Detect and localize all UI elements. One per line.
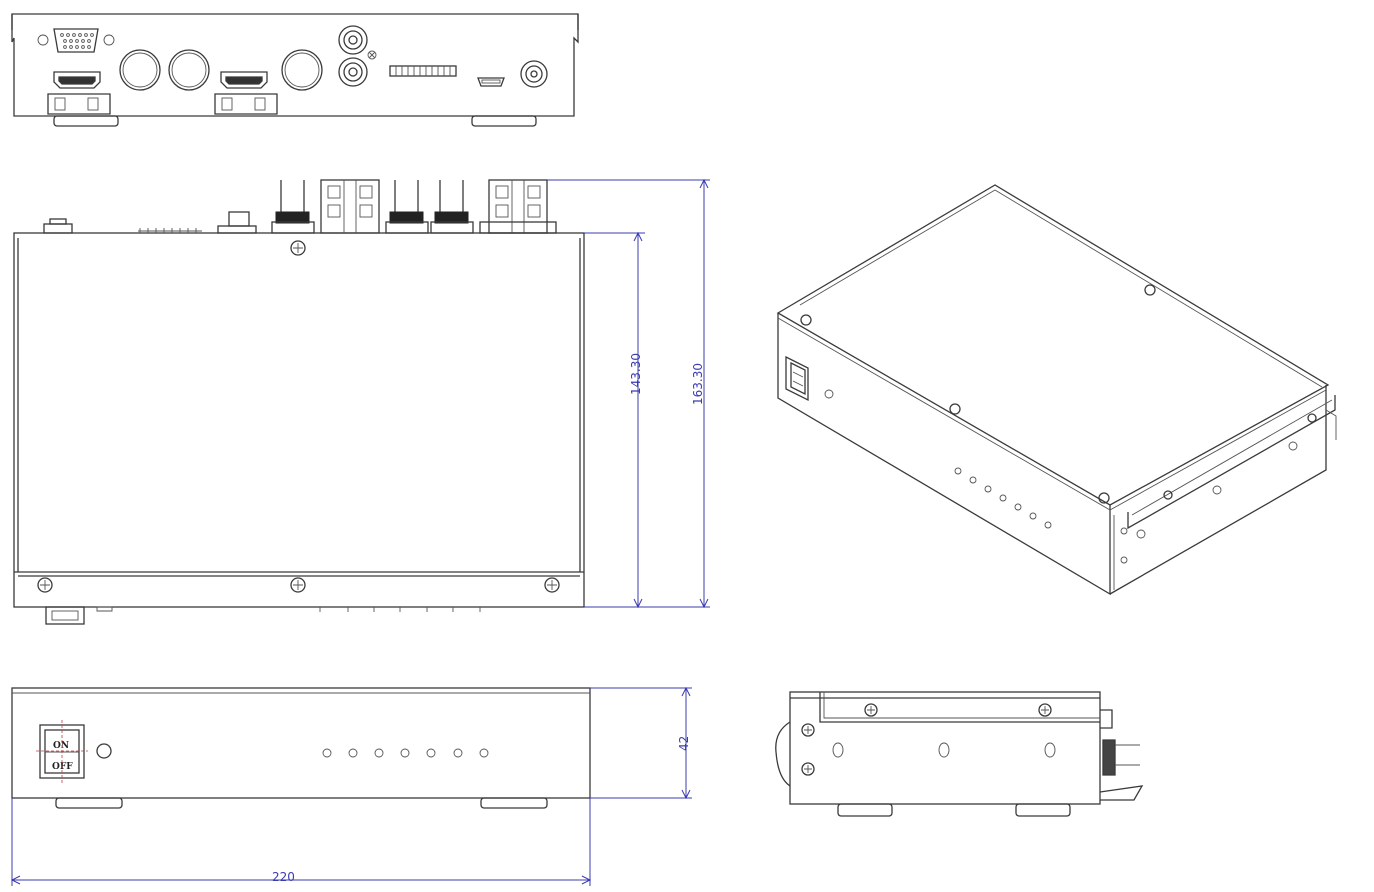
- screw-icon: [801, 723, 815, 737]
- dimension-depth-body: 143.30: [629, 353, 643, 395]
- screw-icon: [801, 762, 815, 776]
- hdmi-port-icon: [214, 71, 278, 115]
- front-view: ON OFF: [11, 687, 591, 809]
- top-view: [13, 179, 585, 625]
- switch-off-label: OFF: [52, 762, 73, 772]
- screw-icon: [800, 314, 812, 326]
- dimension-depth-total: 163.30: [691, 363, 705, 405]
- dimension-lines: [10, 178, 710, 886]
- bnc-plug-icon: [271, 180, 315, 234]
- side-view: [775, 691, 1144, 817]
- screw-icon: [544, 577, 560, 593]
- bnc-connector-icon: [281, 49, 323, 91]
- switch-on-label: ON: [53, 741, 69, 751]
- screw-icon: [37, 577, 53, 593]
- terminal-block-icon: [389, 65, 457, 77]
- bnc-connector-icon: [168, 49, 210, 91]
- bnc-plug-icon: [385, 180, 429, 234]
- dimension-width: 220: [272, 870, 295, 884]
- screw-icon: [1038, 703, 1052, 717]
- screw-icon: [1163, 490, 1173, 500]
- power-jack-icon: [520, 60, 548, 88]
- screw-icon: [1098, 492, 1110, 504]
- led-indicator-icon: [322, 748, 489, 758]
- dimension-height: 42: [677, 736, 691, 751]
- hdmi-port-icon: [47, 71, 111, 115]
- screw-icon: [949, 403, 961, 415]
- power-switch-icon: ON OFF: [36, 720, 88, 783]
- vga-port-icon: [37, 28, 115, 53]
- usb-port-icon: [477, 77, 505, 87]
- screw-icon: [1144, 284, 1156, 296]
- led-indicator-icon: [954, 467, 1052, 529]
- bnc-connector-icon: [119, 49, 161, 91]
- isometric-view: [776, 184, 1337, 596]
- screw-icon: [1307, 413, 1317, 423]
- screw-icon: [290, 577, 306, 593]
- rear-view: [11, 13, 579, 127]
- bnc-plug-icon: [430, 180, 474, 234]
- power-switch-icon: [785, 355, 809, 402]
- rca-jack-icon: [338, 25, 377, 87]
- screw-icon: [290, 240, 306, 256]
- screw-icon: [864, 703, 878, 717]
